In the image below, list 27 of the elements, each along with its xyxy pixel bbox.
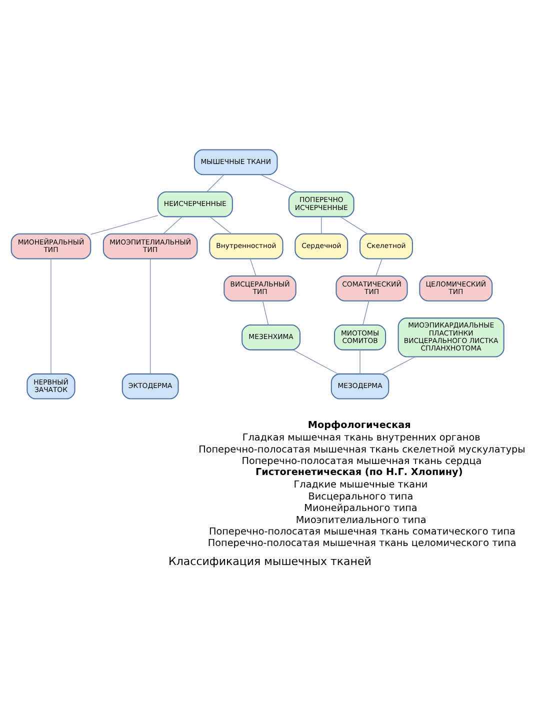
connector [206, 174, 224, 192]
connector [260, 174, 298, 192]
diagram-title: Классификация мышечных тканей [168, 554, 372, 568]
label: Миоэпителиального типа [296, 514, 426, 526]
connector [250, 258, 256, 276]
connector [340, 216, 368, 234]
label: Гладкая мышечная ткань внутренних органов [242, 432, 480, 444]
label: Поперечно-полосатая мышечная ткань сердца [242, 456, 482, 467]
connector [150, 258, 151, 374]
connector [376, 258, 382, 276]
connector [163, 216, 183, 234]
label: Гистогенетическая (по Н.Г. Хлопину) [256, 466, 463, 478]
connector [292, 349, 338, 374]
label: Морфологическая [308, 420, 411, 431]
label: Гладкие мышечные ткани [294, 479, 428, 490]
connector [362, 300, 370, 325]
connector [382, 356, 416, 374]
connector [262, 300, 269, 325]
label: Поперечно-полосатая мышечная ткань скелетной мускулатуры [198, 444, 526, 455]
connector [210, 216, 232, 234]
label: Висцерального типа [308, 490, 414, 502]
label: Поперечно-полосатая мышечная ткань целомического типа [208, 538, 516, 549]
connector [50, 258, 52, 374]
label: Поперечно-полосатая мышечная ткань соматического типа [208, 526, 516, 537]
connector [90, 214, 158, 234]
label: Мионейрального типа [304, 502, 418, 514]
connector [321, 216, 322, 234]
